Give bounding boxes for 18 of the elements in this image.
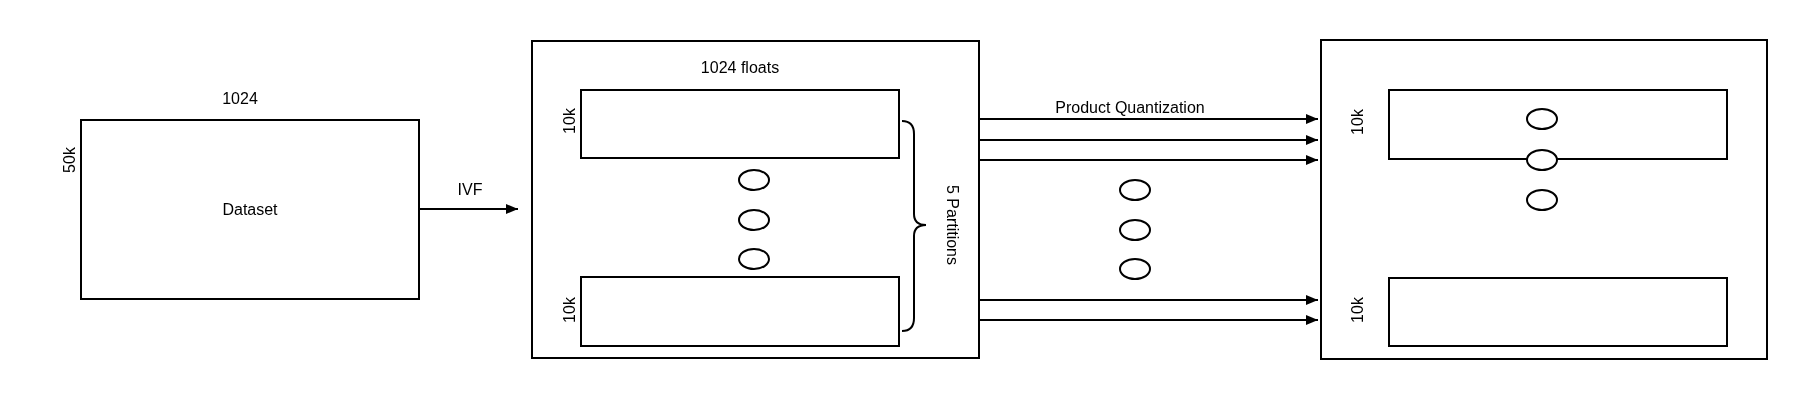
arrow: [979, 135, 1319, 145]
dimension-label: 10k: [561, 297, 579, 323]
brace-label: 5 Partitions: [943, 185, 961, 265]
node-label: Dataset: [221, 200, 279, 219]
arrow: [979, 114, 1319, 124]
dimension-label: 50k: [61, 147, 79, 173]
dimension-label: 1024 floats: [700, 59, 780, 77]
dimension-label: 1024: [222, 90, 258, 108]
dimension-label: 10k: [1349, 109, 1367, 135]
dimension-label: 10k: [561, 108, 579, 134]
box-outline: [531, 40, 980, 359]
arrow: [979, 155, 1319, 165]
box-outline: [1320, 39, 1768, 360]
arrow: [979, 295, 1319, 305]
arrow: [979, 315, 1319, 325]
edge-label: Product Quantization: [1055, 99, 1205, 117]
dimension-label: 10k: [1349, 297, 1367, 323]
arrow: [419, 204, 519, 214]
